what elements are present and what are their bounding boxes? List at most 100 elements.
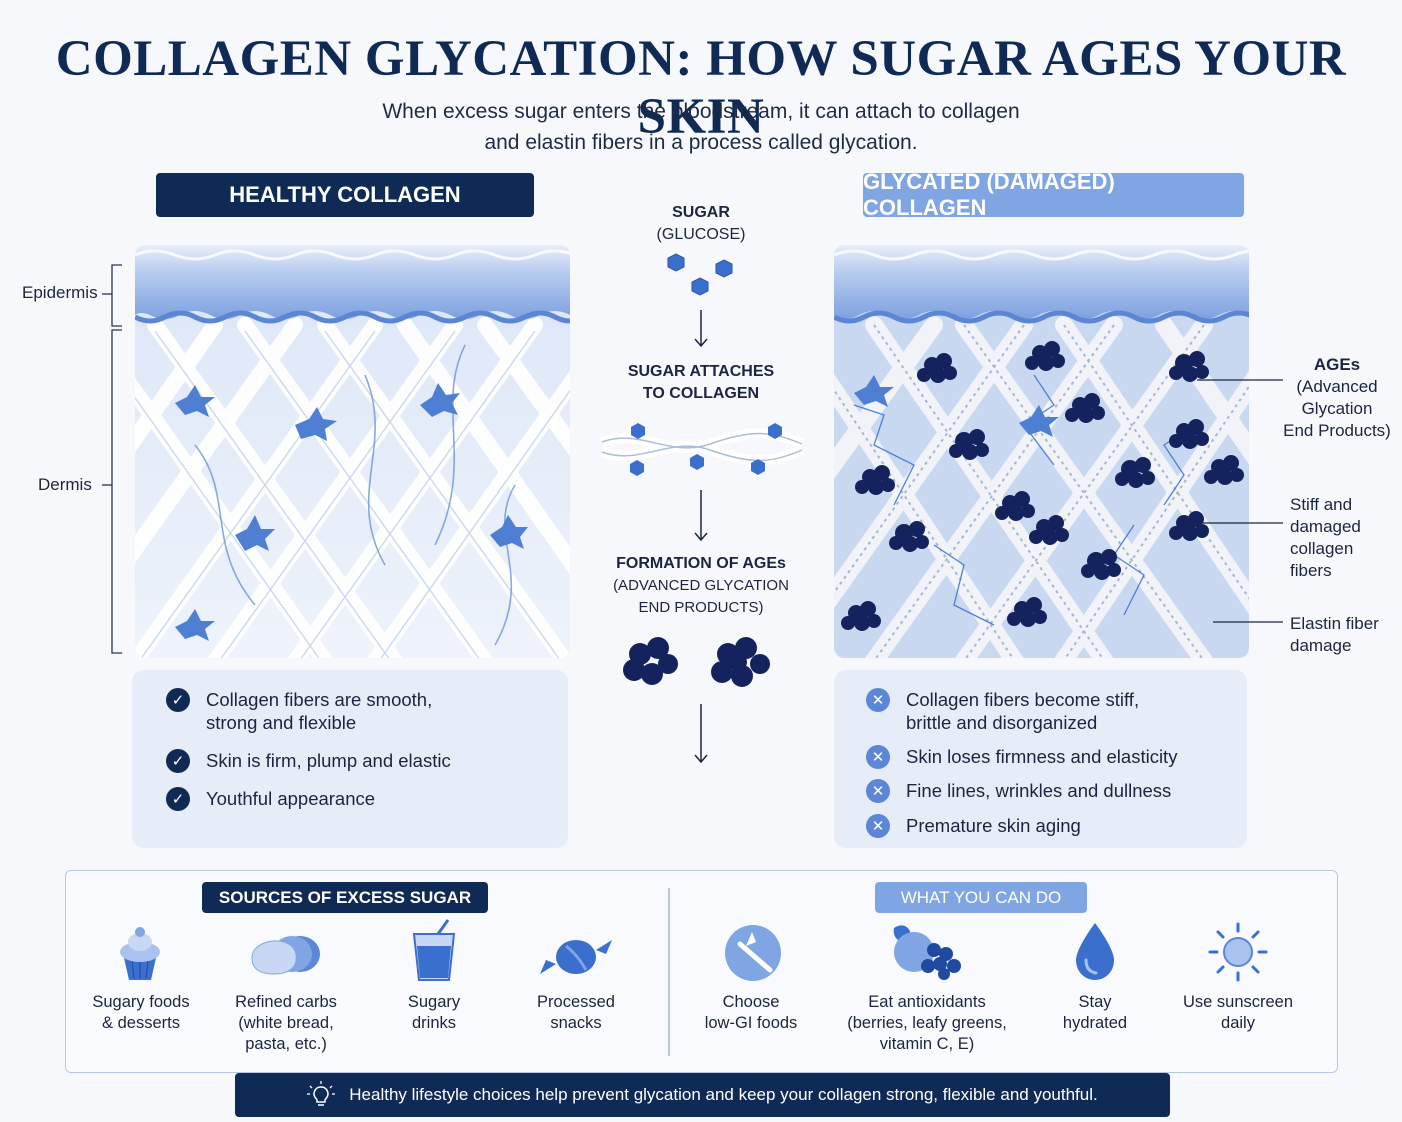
sun-icon bbox=[1208, 922, 1268, 982]
flow-arrow-3 bbox=[694, 704, 708, 764]
caption-line: drinks bbox=[411, 1014, 456, 1032]
caption-line: Sugary foods bbox=[92, 993, 190, 1011]
caption-line: daily bbox=[1221, 1014, 1255, 1032]
elastin-callout-line: damage bbox=[1290, 636, 1352, 655]
cross-icon: ✕ bbox=[866, 779, 890, 803]
actions-heading: WHAT YOU CAN DO bbox=[875, 882, 1087, 913]
list-item: ✕ Fine lines, wrinkles and dullness bbox=[866, 779, 1171, 803]
point-line: Youthful appearance bbox=[206, 788, 376, 809]
caption-line: Processed bbox=[537, 993, 615, 1011]
glycated-effects-list: ✕ Collagen fibers become stiff,brittle a… bbox=[834, 670, 1247, 848]
caption-line: Stay bbox=[1078, 993, 1112, 1011]
flow-sugar-title: SUGAR bbox=[672, 204, 730, 221]
cross-icon: ✕ bbox=[866, 745, 890, 769]
cross-icon: ✕ bbox=[866, 814, 890, 838]
point-line: brittle and disorganized bbox=[906, 712, 1098, 733]
footer-text: Healthy lifestyle choices help prevent g… bbox=[349, 1085, 1098, 1104]
flow-ages-title: FORMATION OF AGEs bbox=[616, 555, 786, 572]
elastin-callout-line: Elastin fiber bbox=[1290, 614, 1379, 633]
caption-line: Eat antioxidants bbox=[868, 993, 986, 1011]
list-item: ✕ Premature skin aging bbox=[866, 814, 1081, 838]
point-line: Premature skin aging bbox=[906, 815, 1081, 836]
caption-line: low-GI foods bbox=[704, 1014, 798, 1032]
fibroblast-cells bbox=[175, 383, 528, 641]
caption-line: Sugary bbox=[407, 993, 461, 1011]
flow-ages-sub: END PRODUCTS) bbox=[638, 599, 764, 616]
page-title: COLLAGEN GLYCATION: HOW SUGAR AGES YOUR … bbox=[55, 31, 1347, 145]
callout-lines bbox=[1197, 379, 1283, 623]
sources-heading: SOURCES OF EXCESS SUGAR bbox=[202, 882, 488, 913]
ages-callout-line: (Advanced bbox=[1296, 377, 1378, 396]
point-line: Collagen fibers are smooth, bbox=[206, 689, 433, 710]
source-caption-sugary-drinks: Sugary drinks bbox=[359, 992, 509, 1034]
stiff-callout-line: damaged bbox=[1290, 517, 1361, 536]
caption-line: pasta, etc.) bbox=[245, 1035, 327, 1053]
list-item: ✕ Collagen fibers become stiff,brittle a… bbox=[866, 688, 1139, 734]
stiff-callout-line: fibers bbox=[1290, 561, 1332, 580]
point-line: Skin is firm, plump and elastic bbox=[206, 750, 451, 771]
epidermis-label: Epidermis bbox=[22, 283, 98, 302]
caption-line: (white bread, bbox=[238, 1014, 334, 1032]
berries-icon bbox=[893, 925, 961, 980]
flow-arrow-2 bbox=[694, 490, 708, 542]
flow-ages-sub: (ADVANCED GLYCATION bbox=[613, 577, 789, 594]
ages-molecules-icon bbox=[623, 637, 770, 687]
list-item: ✓ Youthful appearance bbox=[166, 787, 375, 811]
stiff-fibers-callout: Stiff and damaged collagen fibers bbox=[1290, 494, 1361, 582]
dermis-label: Dermis bbox=[38, 475, 92, 494]
point-line: strong and flexible bbox=[206, 712, 357, 733]
action-caption-low-gi: Choose low-GI foods bbox=[676, 992, 826, 1034]
caption-line: Refined carbs bbox=[235, 993, 337, 1011]
glycated-collagen-heading: GLYCATED (DAMAGED) COLLAGEN bbox=[863, 169, 1244, 220]
action-caption-antioxidants: Eat antioxidants (berries, leafy greens,… bbox=[832, 992, 1022, 1055]
sugar-on-collagen-icon bbox=[600, 423, 804, 476]
cross-icon: ✕ bbox=[866, 688, 890, 712]
low-gi-icon bbox=[725, 925, 781, 981]
caption-line: (berries, leafy greens, bbox=[847, 1014, 1007, 1032]
action-caption-hydrated: Stay hydrated bbox=[1020, 992, 1170, 1034]
caption-line: Use sunscreen bbox=[1182, 993, 1294, 1011]
flow-step-attach: SUGAR ATTACHES TO COLLAGEN bbox=[600, 361, 802, 405]
point-line: Collagen fibers become stiff, bbox=[906, 689, 1140, 710]
caption-line: hydrated bbox=[1062, 1014, 1128, 1032]
bread-icon bbox=[251, 936, 320, 975]
check-icon: ✓ bbox=[166, 688, 190, 712]
caption-line: snacks bbox=[550, 1014, 602, 1032]
stiff-callout-line: collagen bbox=[1290, 539, 1354, 558]
action-caption-sunscreen: Use sunscreen daily bbox=[1163, 992, 1313, 1034]
ages-callout: AGEs (Advanced Glycation End Products) bbox=[1282, 354, 1392, 442]
flow-attach-line: SUGAR ATTACHES bbox=[627, 363, 775, 380]
layer-brackets bbox=[102, 264, 122, 654]
flow-attach-line: TO COLLAGEN bbox=[642, 385, 760, 402]
subtitle-line-1: When excess sugar enters the bloodstream… bbox=[382, 100, 1020, 123]
list-item: ✕ Skin loses firmness and elasticity bbox=[866, 745, 1177, 769]
source-caption-processed-snacks: Processed snacks bbox=[501, 992, 651, 1034]
flow-step-ages: FORMATION OF AGEs (ADVANCED GLYCATION EN… bbox=[596, 553, 806, 619]
ages-callout-title: AGEs bbox=[1313, 355, 1361, 374]
drink-cup-icon bbox=[412, 919, 456, 981]
glycated-skin-illustration bbox=[834, 245, 1249, 658]
cupcake-icon bbox=[120, 927, 160, 980]
healthy-collagen-heading: HEALTHY COLLAGEN bbox=[156, 173, 534, 217]
ages-clusters bbox=[841, 341, 1244, 631]
caption-line: vitamin C, E) bbox=[879, 1035, 975, 1053]
glucose-molecules-icon bbox=[667, 253, 733, 296]
footer-banner: Healthy lifestyle choices help prevent g… bbox=[235, 1073, 1170, 1117]
healthy-skin-illustration bbox=[135, 245, 570, 658]
list-item: ✓ Collagen fibers are smooth,strong and … bbox=[166, 688, 432, 734]
point-line: Skin loses firmness and elasticity bbox=[906, 746, 1178, 767]
healthy-benefits-list: ✓ Collagen fibers are smooth,strong and … bbox=[132, 670, 568, 848]
ages-callout-line: Glycation bbox=[1301, 399, 1373, 418]
lightbulb-icon bbox=[307, 1081, 336, 1106]
caption-line: Choose bbox=[722, 993, 780, 1011]
candy-icon bbox=[540, 940, 612, 974]
flow-sugar-sub: (GLUCOSE) bbox=[656, 226, 746, 243]
flow-step-sugar: SUGAR (GLUCOSE) bbox=[600, 202, 802, 246]
elastin-damage-callout: Elastin fiber damage bbox=[1290, 613, 1379, 657]
list-item: ✓ Skin is firm, plump and elastic bbox=[166, 749, 451, 773]
caption-line: & desserts bbox=[102, 1014, 180, 1032]
check-icon: ✓ bbox=[166, 749, 190, 773]
point-line: Fine lines, wrinkles and dullness bbox=[906, 780, 1172, 801]
subtitle-line-2: and elastin fibers in a process called g… bbox=[484, 131, 918, 154]
flow-arrow-1 bbox=[694, 310, 708, 348]
